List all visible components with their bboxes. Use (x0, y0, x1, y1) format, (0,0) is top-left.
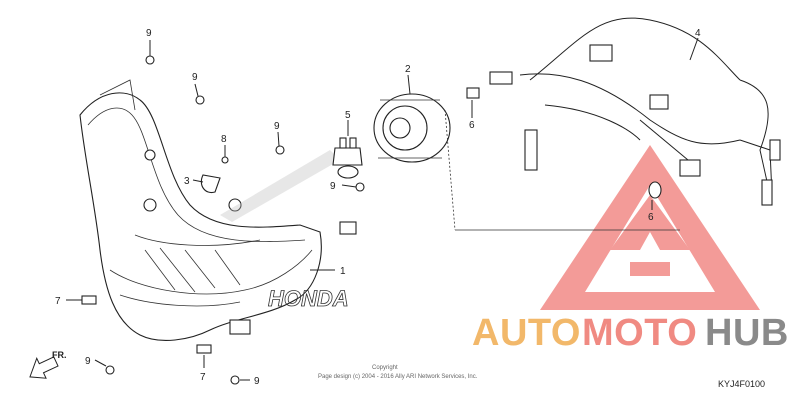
watermark-moto: MOTO (582, 312, 697, 354)
watermark-logo (540, 145, 760, 310)
watermark-hub: HUB (705, 312, 789, 354)
callout-9-bulb: 9 (330, 181, 336, 192)
mounting-clip (200, 174, 221, 194)
callout-9-bottom-left: 9 (85, 356, 91, 367)
callout-7-left: 7 (55, 296, 61, 307)
honda-mark: HONDA (268, 286, 349, 311)
callout-3: 3 (184, 176, 190, 187)
headlight-housing (79, 79, 357, 341)
watermark-auto: AUTO (472, 312, 581, 354)
copyright-line: Page design (c) 2004 - 2016 Ally ARI Net… (318, 374, 478, 380)
callout-9-top: 9 (146, 28, 152, 39)
wire-harness (489, 17, 781, 206)
front-direction-arrow: FR. (29, 350, 67, 379)
callout-6-right: 6 (648, 212, 654, 223)
fr-label: FR. (52, 350, 67, 360)
headlight-bulb (332, 137, 363, 179)
watermark-text: AUTO MOTO HUB (472, 312, 789, 354)
diagram-code: KYJ4F0100 (718, 379, 765, 389)
callout-9-bottom: 9 (254, 376, 260, 387)
callout-9-mid: 9 (274, 121, 280, 132)
leader-lines (66, 37, 699, 381)
copyright-title: Copyright (372, 365, 398, 371)
callout-5: 5 (345, 110, 351, 121)
callout-7-bottom: 7 (200, 372, 206, 383)
screws (81, 55, 365, 385)
position-bulb-2 (648, 181, 662, 199)
watermark-triangle (540, 145, 760, 310)
headlight-reflector-shading (220, 150, 340, 222)
position-bulb-1 (466, 87, 480, 99)
callout-1: 1 (340, 266, 346, 277)
callout-8: 8 (221, 134, 227, 145)
callout-4: 4 (695, 28, 701, 39)
bulb-socket (373, 93, 451, 163)
callout-2: 2 (405, 64, 411, 75)
callout-6-top: 6 (469, 120, 475, 131)
callout-9-upper: 9 (192, 72, 198, 83)
